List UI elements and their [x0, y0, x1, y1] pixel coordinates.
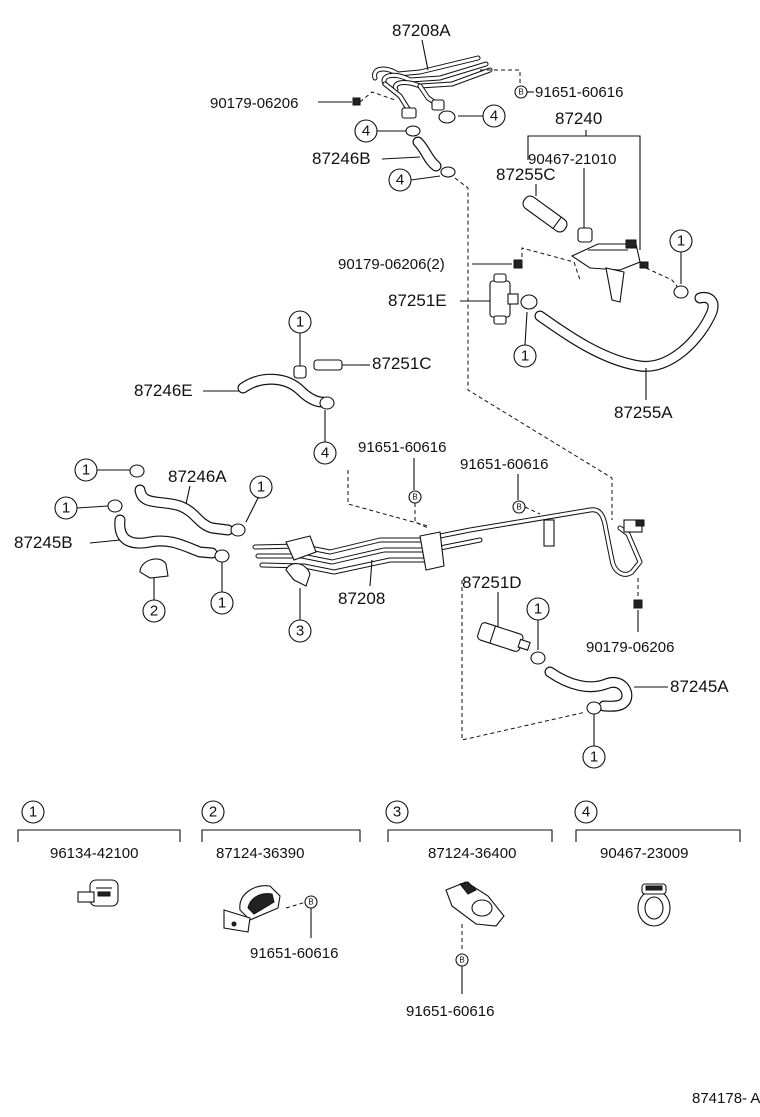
- label-90467-21010: 90467-21010: [528, 151, 616, 168]
- legend-2-part: 87124-36390: [216, 845, 304, 862]
- svg-text:1: 1: [257, 479, 265, 496]
- callout-1-g: 1: [210, 549, 234, 615]
- legend-2-sub: 91651-60616: [250, 945, 338, 962]
- callout-4-d: 4: [313, 396, 337, 465]
- label-91651-60616-top: 91651-60616: [535, 84, 623, 101]
- part-87251D: [477, 622, 531, 652]
- bracket-87240: [570, 227, 649, 303]
- svg-text:2: 2: [150, 603, 158, 620]
- label-91651-60616-mid2: 91651-60616: [460, 456, 548, 473]
- callout-1-b: 1: [513, 311, 537, 368]
- svg-text:4: 4: [321, 445, 329, 462]
- svg-text:4: 4: [396, 172, 404, 189]
- svg-text:1: 1: [296, 314, 304, 331]
- diagram-id: 874178- A: [692, 1090, 760, 1107]
- svg-text:4: 4: [582, 804, 590, 821]
- svg-text:3: 3: [296, 623, 304, 640]
- callout-4-a: 4: [438, 104, 506, 128]
- svg-text:1: 1: [534, 601, 542, 618]
- callout-4-b: 4: [354, 119, 421, 143]
- label-87246B: 87246B: [312, 149, 371, 168]
- legend-4-part: 90467-23009: [600, 845, 688, 862]
- label-90179-06206-right: 90179-06206: [586, 639, 674, 656]
- label-87251C: 87251C: [372, 354, 432, 373]
- label-90179-06206-top: 90179-06206: [210, 95, 298, 112]
- label-90179-06206-2: 90179-06206(2): [338, 256, 445, 273]
- legend-4: 4 90467-23009: [574, 800, 741, 927]
- label-87208A: 87208A: [392, 21, 451, 40]
- svg-text:1: 1: [62, 500, 70, 517]
- callout-3-clamp: 3: [285, 563, 312, 643]
- svg-text:3: 3: [393, 804, 401, 821]
- part-87251E: [489, 273, 519, 325]
- svg-text:B: B: [459, 956, 464, 965]
- label-87255C: 87255C: [496, 165, 556, 184]
- pipe-assembly-87208A: [372, 55, 493, 119]
- callout-1-d: 1: [74, 458, 145, 482]
- label-87251D: 87251D: [462, 573, 522, 592]
- svg-text:1: 1: [29, 804, 37, 821]
- label-87208: 87208: [338, 589, 385, 608]
- svg-text:B: B: [308, 898, 313, 907]
- pipe-assembly-87208: [252, 507, 645, 577]
- legend-3-part: 87124-36400: [428, 845, 516, 862]
- svg-text:1: 1: [82, 462, 90, 479]
- callout-1-e: 1: [230, 475, 273, 537]
- part-87251C: [313, 359, 360, 371]
- svg-text:1: 1: [677, 233, 685, 250]
- callout-1-f: 1: [54, 496, 123, 520]
- label-87246A: 87246A: [168, 467, 227, 486]
- legend-1-part: 96134-42100: [50, 845, 138, 862]
- label-87240: 87240: [555, 109, 602, 128]
- callout-1-c: 1: [288, 310, 312, 379]
- svg-text:B: B: [412, 493, 417, 502]
- part-87255C-tube: [522, 195, 568, 233]
- svg-text:B: B: [516, 503, 521, 512]
- legend-3-sub: 91651-60616: [406, 1003, 494, 1020]
- callout-2-clamp: 2: [139, 558, 169, 623]
- callout-1-a: 1: [669, 229, 693, 299]
- legend-3: 3 87124-36400 B 91651-60616: [385, 800, 553, 1020]
- callout-4-c: 4: [388, 166, 456, 192]
- callout-1-h: 1: [526, 597, 550, 665]
- legend-1: 1 96134-42100: [17, 800, 181, 907]
- legend-2: 2 87124-36390 B 91651-60616: [201, 800, 361, 962]
- label-91651-60616-mid1: 91651-60616: [358, 439, 446, 456]
- svg-text:4: 4: [362, 123, 370, 140]
- label-87246E: 87246E: [134, 381, 193, 400]
- clamp-90467-23009-icon: [637, 883, 671, 927]
- svg-text:4: 4: [490, 108, 498, 125]
- svg-text:1: 1: [590, 749, 598, 766]
- svg-text:B: B: [518, 88, 523, 97]
- clamp-96134-42100-icon: [77, 879, 119, 907]
- svg-text:2: 2: [209, 804, 217, 821]
- svg-text:1: 1: [521, 348, 529, 365]
- clamp-87124-36390-icon: [223, 885, 281, 933]
- label-87245B: 87245B: [14, 533, 73, 552]
- clamp-87124-36400-icon: [445, 881, 505, 927]
- label-87255A: 87255A: [614, 403, 673, 422]
- label-87251E: 87251E: [388, 291, 447, 310]
- svg-text:1: 1: [218, 595, 226, 612]
- callout-1-i: 1: [582, 701, 606, 769]
- label-87245A: 87245A: [670, 677, 729, 696]
